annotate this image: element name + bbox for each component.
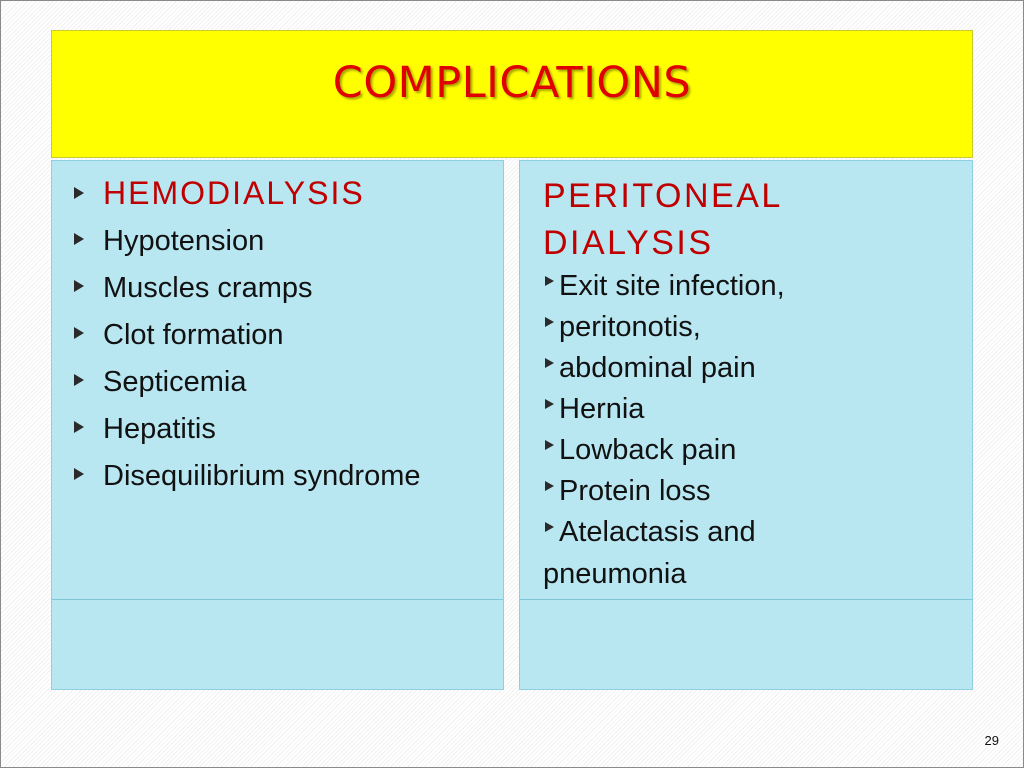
- list-item: Lowback pain: [543, 430, 963, 471]
- hemodialysis-list: HEMODIALYSIS Hypotension Muscles cramps …: [74, 170, 421, 500]
- bullet-icon: [74, 374, 84, 386]
- bullet-icon: [74, 233, 84, 245]
- list-item: Exit site infection,: [543, 266, 963, 307]
- list-item-label: Septicemia: [103, 366, 247, 398]
- list-item: Hernia: [543, 389, 963, 430]
- list-item-label: Lowback pain: [559, 434, 737, 466]
- list-item: peritonotis,: [543, 307, 963, 348]
- list-item-label: Hepatitis: [103, 413, 216, 445]
- list-item-continuation: pneumonia: [543, 554, 963, 595]
- list-item: Septicemia: [74, 359, 421, 406]
- list-item-label: Hernia: [559, 393, 645, 425]
- list-item-label: Protein loss: [559, 475, 711, 507]
- bullet-icon: [545, 358, 554, 368]
- peritoneal-dialysis-list: Exit site infection, peritonotis, abdomi…: [543, 266, 963, 595]
- slide-title: COMPLICATIONS: [332, 58, 692, 108]
- peritoneal-dialysis-column: PERITONEAL DIALYSIS Exit site infection,…: [519, 160, 973, 690]
- heading-line: PERITONEAL: [543, 177, 783, 215]
- list-item-label: Exit site infection,: [559, 270, 785, 302]
- bullet-icon: [74, 468, 84, 480]
- list-item-label: pneumonia: [543, 558, 687, 590]
- peritoneal-dialysis-heading: PERITONEAL DIALYSIS: [543, 173, 783, 267]
- bullet-icon: [74, 421, 84, 433]
- bullet-icon: [545, 481, 554, 491]
- list-item: Protein loss: [543, 471, 963, 512]
- list-item: Disequilibrium syndrome: [74, 453, 421, 500]
- list-item-label: Disequilibrium syndrome: [103, 460, 421, 492]
- hemodialysis-column: HEMODIALYSIS Hypotension Muscles cramps …: [51, 160, 504, 690]
- bullet-icon: [74, 187, 84, 199]
- list-item-label: abdominal pain: [559, 352, 756, 384]
- list-item: Muscles cramps: [74, 265, 421, 312]
- heading-line: DIALYSIS: [543, 224, 714, 262]
- bullet-icon: [545, 317, 554, 327]
- list-item-label: Muscles cramps: [103, 272, 313, 304]
- list-item-label: Hypotension: [103, 225, 265, 257]
- bullet-icon: [545, 522, 554, 532]
- list-item-label: Atelactasis and: [559, 516, 756, 548]
- list-item: Hypotension: [74, 218, 421, 265]
- list-item: Clot formation: [74, 312, 421, 359]
- list-item: Hepatitis: [74, 406, 421, 453]
- list-item-label: Clot formation: [103, 319, 284, 351]
- list-item-heading-hemodialysis: HEMODIALYSIS: [74, 170, 421, 217]
- bullet-icon: [545, 399, 554, 409]
- bullet-icon: [545, 440, 554, 450]
- list-item-label: peritonotis,: [559, 311, 701, 343]
- bullet-icon: [74, 327, 84, 339]
- bullet-icon: [545, 276, 554, 286]
- list-item-label: HEMODIALYSIS: [103, 175, 365, 211]
- list-item: Atelactasis and: [543, 512, 963, 553]
- list-item: abdominal pain: [543, 348, 963, 389]
- title-banner: COMPLICATIONS: [51, 30, 973, 158]
- slide-number: 29: [984, 733, 999, 748]
- bullet-icon: [74, 280, 84, 292]
